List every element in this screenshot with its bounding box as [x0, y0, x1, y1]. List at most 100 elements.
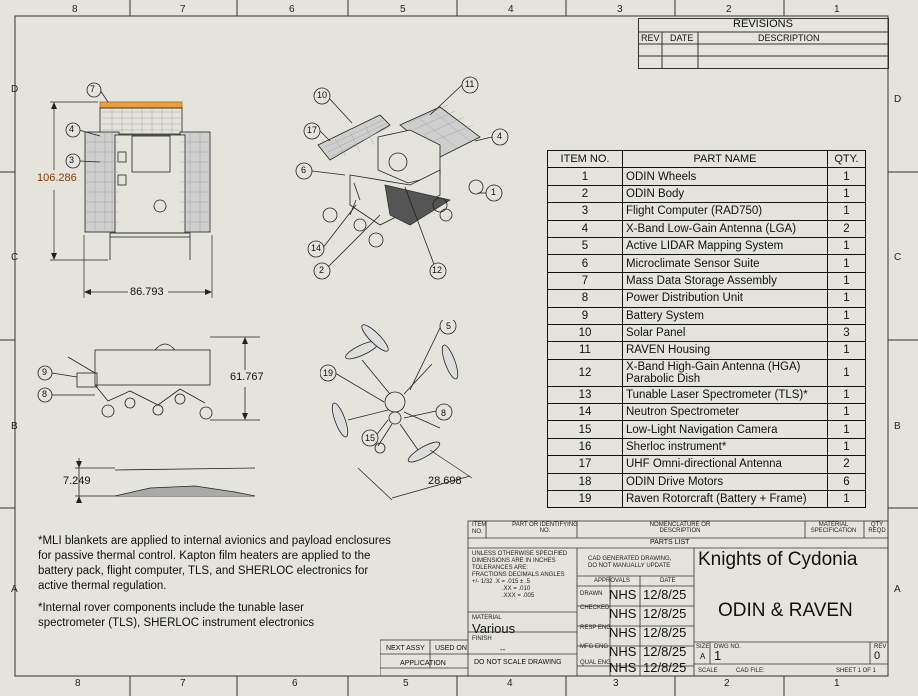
- bom-part-name: RAVEN Housing: [622, 341, 828, 360]
- cad-line: CAD GENERATED DRAWING,: [588, 556, 672, 562]
- balloon-label: 19: [323, 368, 334, 378]
- bom-item-no: 7: [547, 271, 623, 291]
- bom-qty: 1: [827, 403, 866, 422]
- rev-col: REV: [641, 33, 660, 43]
- tb-role: RESP ENG: [580, 625, 611, 631]
- bom-qty: 2: [827, 219, 866, 238]
- balloon-label: 12: [432, 265, 443, 275]
- zone-label: A: [894, 584, 901, 595]
- bom-item-no: 8: [547, 289, 623, 308]
- zone-label: D: [11, 84, 19, 95]
- zone-label: 2: [726, 4, 732, 15]
- tb-rev: 0: [874, 650, 881, 662]
- tb-cad-file: CAD FILE:: [736, 668, 765, 674]
- bom-item-no: 19: [547, 490, 623, 509]
- bom-qty: 1: [827, 271, 866, 291]
- bom-qty: 1: [827, 202, 866, 221]
- bom-qty: 1: [827, 341, 866, 360]
- bom-item-no: 10: [547, 323, 623, 343]
- tb-role: MFG ENG: [580, 644, 608, 650]
- balloon-label: 4: [69, 124, 75, 134]
- balloon-label: 10: [317, 90, 328, 100]
- bom-qty: 6: [827, 472, 866, 492]
- bom-qty: 1: [827, 385, 866, 405]
- tb-parts-qty-col: QTY REQD: [868, 522, 886, 534]
- tb-next-assy: NEXT ASSY: [386, 645, 425, 652]
- tb-parts-item-col: ITEM NO.: [472, 522, 487, 535]
- bom-part-name: ODIN Drive Motors: [622, 472, 828, 492]
- bom-item-no: 12: [547, 358, 623, 387]
- tb-dwg-label: DWG NO.: [714, 644, 741, 650]
- tb-approval-date: 12/8/25: [643, 587, 687, 602]
- bom-header-qty: QTY.: [827, 149, 866, 169]
- zone-label: B: [11, 421, 18, 432]
- zone-label: 8: [72, 4, 78, 15]
- bom-header-part: PART NAME: [622, 149, 828, 169]
- tb-role: CHECKED: [580, 605, 610, 611]
- bom-qty: 1: [827, 236, 866, 256]
- tb-approver: NHS: [609, 644, 637, 659]
- tb-approvals: APPROVALS: [594, 578, 630, 584]
- dim-front-height: 106.286: [37, 172, 77, 184]
- zone-label: 6: [292, 678, 298, 689]
- tb-company: Knights of Cydonia: [698, 549, 858, 570]
- tb-material: Various: [472, 621, 516, 636]
- bom-qty: 3: [827, 323, 866, 343]
- balloon-label: 8: [441, 408, 447, 418]
- bom-part-name: Sherloc instrument*: [622, 437, 828, 457]
- bom-part-name: Microclimate Sensor Suite: [622, 254, 828, 273]
- bom-part-name: Neutron Spectrometer: [622, 403, 828, 422]
- balloon-label: 8: [42, 389, 48, 399]
- note-mli: *MLI blankets are applied to internal av…: [38, 535, 391, 592]
- tolerance-line: DIMENSIONS ARE IN INCHES: [472, 558, 556, 564]
- bom-item-no: 15: [547, 420, 623, 439]
- tb-parts-part-col: PART OR IDENTIFYING NO.: [512, 522, 578, 534]
- rover-side-view: [37, 336, 260, 421]
- tb-approver: NHS: [609, 587, 637, 602]
- bom-item-no: 6: [547, 254, 623, 273]
- zone-label: 8: [75, 678, 81, 689]
- zone-label: 4: [508, 4, 514, 15]
- tb-date-col: DATE: [660, 578, 676, 584]
- tb-rev-label: REV: [874, 644, 887, 650]
- tolerance-line: UNLESS OTHERWISE SPECIFIED: [472, 551, 568, 557]
- bom-part-name: Power Distribution Unit: [622, 289, 828, 308]
- bom-part-name: Tunable Laser Spectrometer (TLS)*: [622, 385, 828, 405]
- zone-label: 7: [180, 4, 186, 15]
- note-internal: *Internal rover components include the t…: [38, 602, 315, 629]
- bom-part-name: X-Band High-Gain Antenna (HGA) Parabolic…: [622, 358, 828, 387]
- bom-qty: 1: [827, 306, 866, 325]
- tb-size-label: SIZE: [696, 644, 710, 650]
- balloon-label: 3: [69, 155, 75, 165]
- bom-item-no: 5: [547, 236, 623, 256]
- bom-part-name: Solar Panel: [622, 323, 828, 343]
- bom-part-name: Raven Rotorcraft (Battery + Frame): [622, 490, 828, 509]
- bom-item-no: 17: [547, 455, 623, 474]
- bom-item-no: 9: [547, 306, 623, 325]
- zone-label: 3: [613, 678, 619, 689]
- bom-qty: 1: [827, 289, 866, 308]
- cad-line: DO NOT MANUALLY UPDATE: [588, 563, 671, 569]
- tolerance-line: FRACTIONS DECIMALS ANGLES: [472, 572, 565, 578]
- tb-approval-date: 12/8/25: [643, 625, 687, 640]
- tb-approval-date: 12/8/25: [643, 660, 687, 675]
- zone-label: 1: [834, 4, 840, 15]
- bom-part-name: X-Band Low-Gain Antenna (LGA): [622, 219, 828, 238]
- zone-label: C: [11, 252, 19, 263]
- tb-size: A: [700, 652, 706, 661]
- tb-role: DRAWN: [580, 591, 603, 597]
- tolerance-line: .XX = .010: [502, 586, 531, 592]
- balloon-label: 15: [365, 433, 376, 443]
- tolerance-line: .XXX = .005: [502, 593, 535, 599]
